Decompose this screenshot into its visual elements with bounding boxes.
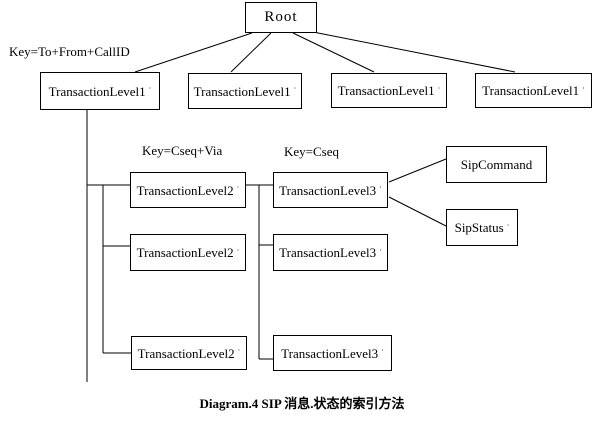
- edge-root-to-level1-1: [230, 32, 272, 73]
- trailing-mark: ·: [293, 84, 297, 93]
- trailing-mark: ·: [148, 84, 152, 93]
- trailing-mark: ·: [381, 346, 384, 355]
- key-label-level1: Key=To+From+CallID: [9, 44, 130, 59]
- node-label: TransactionLevel2: [137, 345, 235, 361]
- trailing-mark: ·: [437, 83, 441, 93]
- edge-level3-to-sipstatus: [388, 196, 447, 227]
- trailing-mark: ·: [582, 83, 585, 93]
- node-root: Root: [245, 2, 317, 33]
- node-transactionlevel1-3: TransactionLevel1 ·: [331, 73, 447, 108]
- node-sipstatus: SipStatus ·: [446, 209, 518, 246]
- node-label: TransactionLevel3: [279, 245, 377, 260]
- trailing-mark: ·: [237, 346, 241, 355]
- node-root-label: Root: [264, 9, 298, 25]
- node-label: TransactionLevel1: [337, 83, 435, 98]
- node-label: TransactionLevel1: [482, 83, 580, 98]
- node-transactionlevel1-1: TransactionLevel1 ·: [40, 72, 160, 110]
- trailing-mark: ·: [236, 183, 240, 192]
- edge-root-to-level1-0: [134, 32, 253, 73]
- trailing-mark: ·: [236, 245, 240, 255]
- edge-root-to-level1-2: [292, 32, 375, 73]
- node-label: TransactionLevel2: [136, 245, 234, 260]
- trailing-mark: ·: [379, 245, 382, 255]
- node-transactionlevel3-3: TransactionLevel3 ·: [273, 335, 392, 371]
- node-transactionlevel2-1: TransactionLevel2 ·: [130, 172, 246, 208]
- node-transactionlevel2-3: TransactionLevel2 ·: [131, 336, 247, 370]
- node-label: TransactionLevel1: [48, 83, 146, 99]
- trailing-mark: ·: [379, 183, 382, 192]
- node-label: TransactionLevel3: [281, 345, 379, 361]
- diagram-caption: Diagram.4 SIP 消息.状态的索引方法: [199, 396, 405, 411]
- edge-root-to-level1-3: [312, 31, 516, 73]
- node-transactionlevel1-4: TransactionLevel1 ·: [475, 73, 592, 108]
- node-transactionlevel1-2: TransactionLevel1 ·: [188, 73, 302, 109]
- node-label: SipCommand: [460, 157, 533, 172]
- node-transactionlevel3-1: TransactionLevel3 ·: [273, 172, 388, 208]
- edge-level3-to-sipcommand: [388, 158, 447, 183]
- key-label-level2: Key=Cseq+Via: [142, 143, 223, 158]
- key-label-level3: Key=Cseq: [284, 144, 339, 159]
- node-label: TransactionLevel3: [279, 182, 377, 198]
- node-sipcommand: SipCommand: [446, 146, 547, 183]
- node-transactionlevel3-2: TransactionLevel3 ·: [273, 234, 388, 271]
- trailing-mark: ·: [506, 220, 510, 230]
- node-label: TransactionLevel1: [193, 83, 291, 99]
- node-transactionlevel2-2: TransactionLevel2 ·: [130, 234, 246, 271]
- node-label: TransactionLevel2: [136, 182, 234, 198]
- node-label: SipStatus: [454, 220, 504, 235]
